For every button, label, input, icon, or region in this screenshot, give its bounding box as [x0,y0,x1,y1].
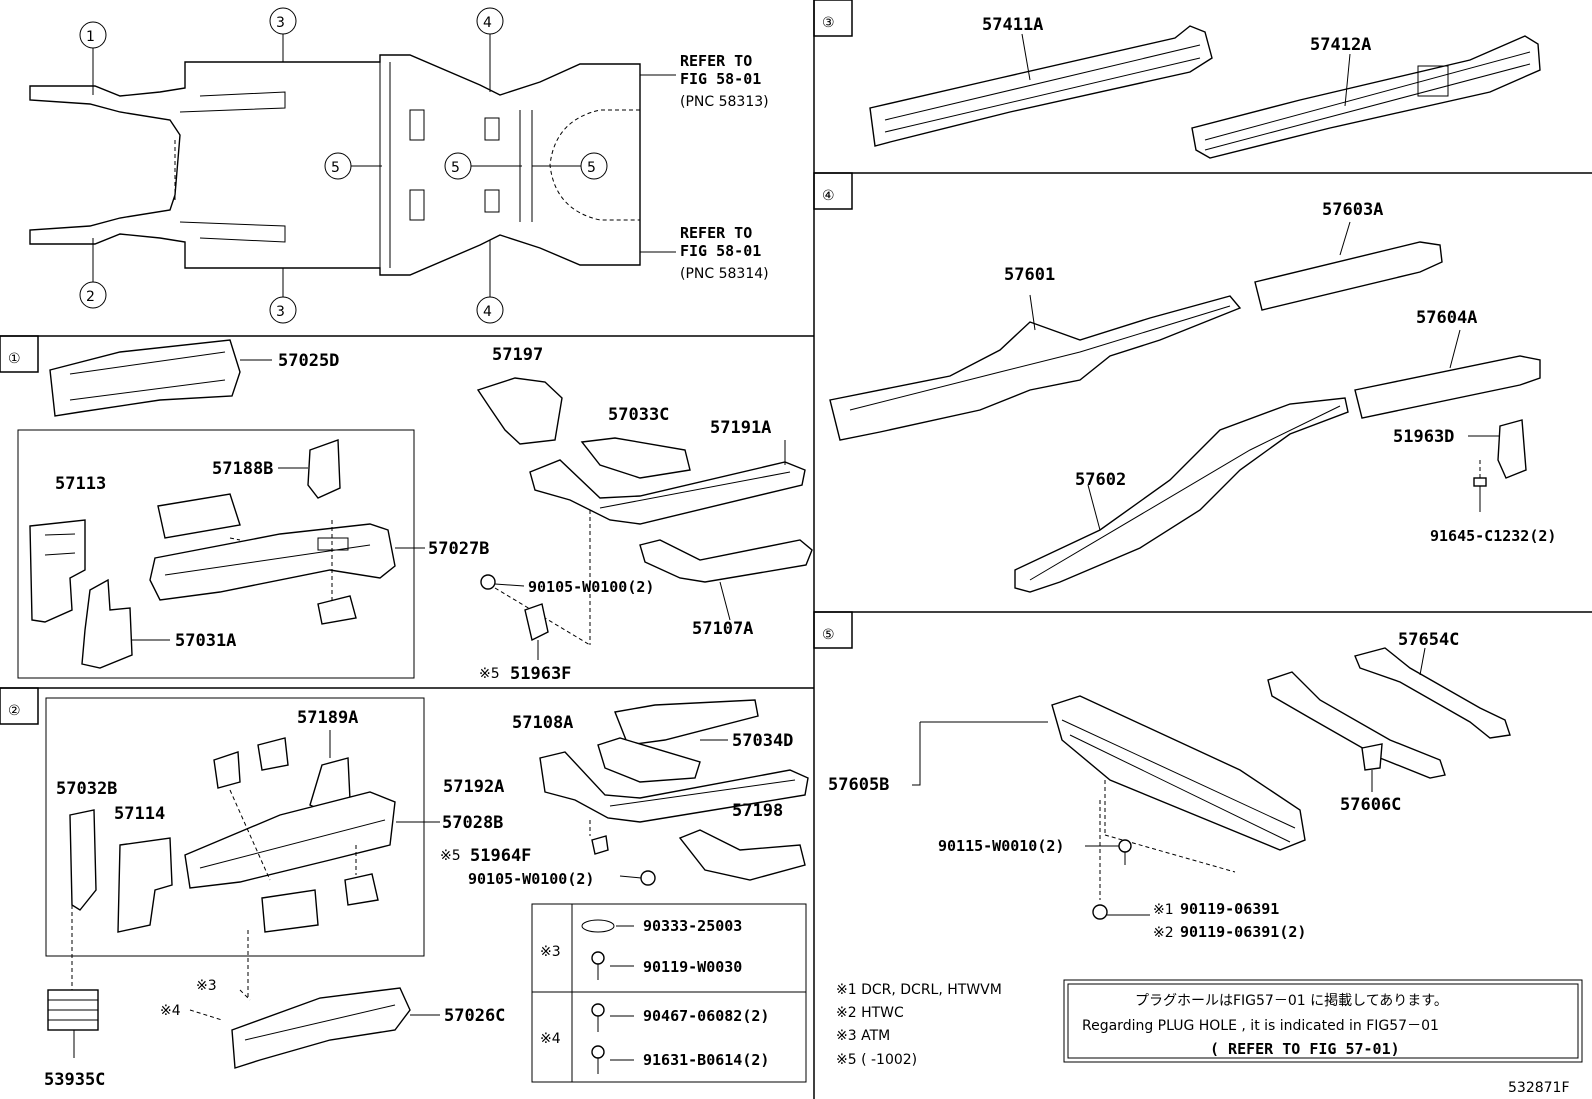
overview-callouts: 1 3 4 2 3 4 5 5 5 [79,7,676,324]
mark-3-sec2: ※3 [196,978,217,994]
section-1-labels: 57025D 57113 57188B 57027B 57031A 57197 … [55,345,771,684]
refer1-line2: FIG 58-01 [680,70,761,88]
section-tab-4: ④ [813,172,853,210]
section-2-labels: 57189A 57032B 57114 57028B 57108A 57034D… [44,708,793,1090]
notice-box [1063,979,1583,1063]
legend-note-2: ※2 HTWC [836,1005,904,1021]
section-4-drawings [829,221,1541,593]
mark-1-sec5: ※1 [1153,902,1174,918]
legend-note-3: ※3 ATM [836,1028,890,1044]
label-57189A: 57189A [297,708,358,728]
notice-ref: ( REFER TO FIG 57-01) [1210,1040,1400,1058]
legend-note-1: ※1 DCR, DCRL, HTWVM [836,982,1002,998]
svg-text:4: 4 [483,15,492,31]
mark-4-sec2: ※4 [160,1003,181,1019]
label-90105-sec2: 90105-W0100(2) [468,870,594,888]
label-57601: 57601 [1004,265,1055,285]
label-90119-06391-n2: 90119-06391(2) [1180,923,1306,941]
svg-text:①: ① [8,351,21,367]
label-57032B: 57032B [56,779,117,799]
label-57113: 57113 [55,474,106,494]
label-90119-W0030: 90119-W0030 [643,958,742,976]
mark-5-sec1: ※5 [479,666,500,682]
label-57034D: 57034D [732,731,793,751]
section-2-drawings [45,697,809,1069]
section-1-drawings [17,339,813,679]
section-tab-5: ⑤ [813,611,853,649]
label-57198: 57198 [732,801,783,821]
svg-text:3: 3 [276,304,285,320]
label-57188B: 57188B [212,459,273,479]
label-51964F: 51964F [470,846,531,866]
svg-text:5: 5 [331,160,340,176]
refer2-line2: FIG 58-01 [680,242,761,260]
section-3-drawings [869,25,1541,159]
label-57412A: 57412A [1310,35,1371,55]
label-90115-W0010: 90115-W0010(2) [938,837,1064,855]
svg-text:⑤: ⑤ [822,627,835,643]
svg-text:1: 1 [86,29,95,45]
label-57026C: 57026C [444,1006,505,1026]
label-57033C: 57033C [608,405,669,425]
svg-text:5: 5 [587,160,596,176]
label-57654C: 57654C [1398,630,1459,650]
label-57604A: 57604A [1416,308,1477,328]
section-tab-2: ② [0,687,39,725]
fastener-group-3: ※3 [540,944,561,960]
label-57108A: 57108A [512,713,573,733]
svg-text:2: 2 [86,289,95,305]
fastener-table [531,903,807,1083]
legend-note-4: ※5 ( -1002) [836,1052,917,1068]
diagram-id: 532871F [1508,1080,1570,1096]
label-57602: 57602 [1075,470,1126,490]
fastener-group-4: ※4 [540,1031,561,1047]
label-57605B: 57605B [828,775,889,795]
svg-text:4: 4 [483,304,492,320]
section-tab-3: ③ [813,0,853,37]
label-90467-06082: 90467-06082(2) [643,1007,769,1025]
label-57197: 57197 [492,345,543,365]
svg-text:②: ② [8,703,21,719]
label-57606C: 57606C [1340,795,1401,815]
label-57192A: 57192A [443,777,504,797]
label-57411A: 57411A [982,15,1043,35]
refer2-line3: (PNC 58314) [680,266,769,282]
svg-text:③: ③ [822,15,835,31]
section-5-drawings [912,647,1511,920]
notice-en: Regarding PLUG HOLE , it is indicated in… [1082,1018,1439,1034]
label-91645-C1232: 91645-C1232(2) [1430,527,1556,545]
section-tab-1: ① [0,335,39,373]
label-91631-B0614: 91631-B0614(2) [643,1051,769,1069]
label-90333-25003: 90333-25003 [643,917,742,935]
label-90105-sec1: 90105-W0100(2) [528,578,654,596]
svg-text:3: 3 [276,15,285,31]
label-57031A: 57031A [175,631,236,651]
refer2-line1: REFER TO [680,224,752,242]
refer1-line1: REFER TO [680,52,752,70]
label-51963D: 51963D [1393,427,1454,447]
label-57107A: 57107A [692,619,753,639]
label-53935C: 53935C [44,1070,105,1090]
label-57603A: 57603A [1322,200,1383,220]
notice-jp: プラグホールはFIG57－01 に掲載してあります。 [1135,993,1448,1009]
label-57191A: 57191A [710,418,771,438]
mark-2-sec5: ※2 [1153,925,1174,941]
label-57025D: 57025D [278,351,339,371]
label-51963F: 51963F [510,664,571,684]
label-57114: 57114 [114,804,165,824]
label-57028B: 57028B [442,813,503,833]
refer1-line3: (PNC 58313) [680,94,769,110]
svg-text:④: ④ [822,188,835,204]
mark-5-sec2: ※5 [440,848,461,864]
label-90119-06391-n1: 90119-06391 [1180,900,1279,918]
label-57027B: 57027B [428,539,489,559]
overview-frame [29,54,641,276]
svg-text:5: 5 [451,160,460,176]
